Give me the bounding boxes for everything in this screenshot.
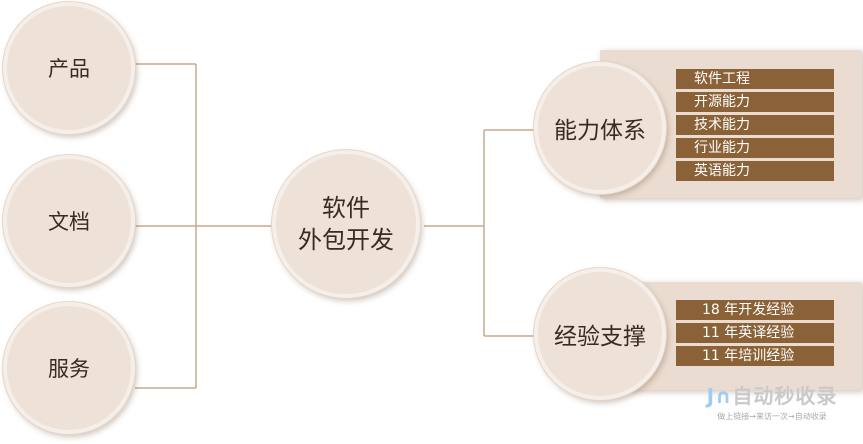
node-capability-label: 能力体系 [554, 118, 646, 144]
node-service-label: 服务 [48, 357, 90, 381]
experience-item: 11 年英译经验 [676, 323, 834, 343]
capability-item: 行业能力 [676, 138, 834, 158]
experience-list: 18 年开发经验 11 年英译经验 11 年培训经验 [676, 300, 834, 369]
watermark: J∩自动秒收录 做上链接→来访一次→自动收录 [692, 380, 852, 428]
watermark-logo-text: 自动秒收录 [732, 384, 838, 408]
experience-item: 11 年培训经验 [676, 346, 834, 366]
experience-item: 18 年开发经验 [676, 300, 834, 320]
node-document: 文档 [3, 155, 135, 287]
node-experience-label: 经验支撑 [554, 324, 646, 350]
node-service: 服务 [3, 302, 135, 434]
capability-list: 软件工程 开源能力 技术能力 行业能力 英语能力 [676, 69, 834, 184]
center-line-1: 软件 [322, 194, 370, 222]
node-capability: 能力体系 [534, 62, 666, 194]
node-product-label: 产品 [48, 57, 90, 81]
capability-item: 英语能力 [676, 161, 834, 181]
node-document-label: 文档 [48, 210, 90, 234]
node-software-outsourcing: 软件 外包开发 [272, 150, 420, 298]
capability-item: 软件工程 [676, 69, 834, 89]
watermark-mark-icon: J∩ [706, 384, 733, 408]
watermark-tagline: 做上链接→来访一次→自动收录 [717, 412, 827, 421]
node-experience: 经验支撑 [534, 268, 666, 400]
capability-item: 开源能力 [676, 92, 834, 112]
center-line-2: 外包开发 [298, 226, 394, 254]
watermark-logo: J∩自动秒收录 [692, 380, 852, 409]
node-product: 产品 [3, 2, 135, 134]
capability-item: 技术能力 [676, 115, 834, 135]
